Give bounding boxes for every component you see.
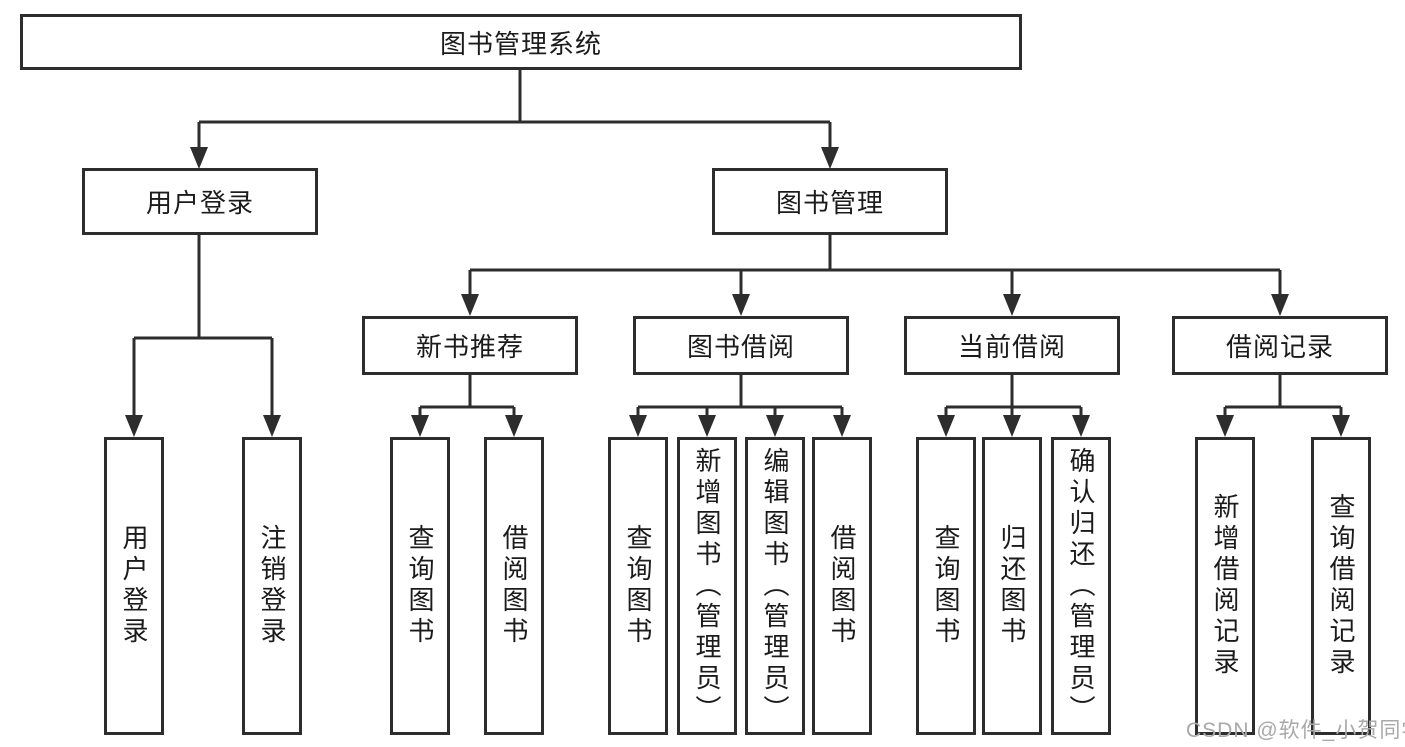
- leaf-user-login-label: 用户登录: [119, 524, 149, 648]
- arrowhead-icon: [1216, 415, 1234, 437]
- leaf-query-books-3: 查询图书: [916, 437, 976, 735]
- node-user-login: 用户登录: [82, 168, 318, 235]
- node-new-book-recommend-label: 新书推荐: [415, 332, 524, 362]
- node-root-label: 图书管理系统: [439, 28, 602, 59]
- node-current-borrow: 当前借阅: [904, 316, 1120, 375]
- edge-bookmgmt-to-level3: [468, 235, 1282, 297]
- arrowhead-icon: [629, 415, 647, 437]
- arrowhead-icon: [766, 415, 784, 437]
- arrowhead-icon: [411, 415, 429, 437]
- leaf-confirm-return-admin-label: 确认归还（管理员）: [1066, 446, 1096, 726]
- node-user-login-label: 用户登录: [145, 188, 254, 218]
- edge-newbook-to-leaves: [418, 375, 516, 416]
- leaf-borrow-books-1: 借阅图书: [484, 437, 544, 735]
- leaf-return-book-label: 归还图书: [997, 524, 1027, 648]
- leaf-borrow-books-1-label: 借阅图书: [499, 524, 529, 648]
- node-book-borrow-label: 图书借阅: [686, 332, 795, 362]
- arrowhead-icon: [732, 294, 750, 316]
- arrowhead-icon: [698, 415, 716, 437]
- arrowhead-icon: [263, 415, 281, 437]
- arrowhead-icon: [461, 294, 479, 316]
- node-current-borrow-label: 当前借阅: [957, 332, 1066, 362]
- arrowhead-icon: [190, 147, 208, 169]
- arrowhead-icon: [505, 415, 523, 437]
- leaf-user-login: 用户登录: [104, 437, 164, 735]
- leaf-query-books-1-label: 查询图书: [405, 524, 435, 648]
- leaf-query-borrow-record: 查询借阅记录: [1311, 437, 1371, 735]
- leaf-logout-label: 注销登录: [257, 524, 287, 648]
- node-book-borrow: 图书借阅: [633, 316, 849, 375]
- leaf-return-book: 归还图书: [982, 437, 1042, 735]
- node-root: 图书管理系统: [20, 14, 1022, 70]
- edge-userlogin-to-leaves: [132, 235, 274, 416]
- arrowhead-icon: [125, 415, 143, 437]
- edge-currentborrow-to-leaves: [944, 375, 1083, 416]
- node-borrow-record-label: 借阅记录: [1225, 332, 1334, 362]
- leaf-query-books-2: 查询图书: [608, 437, 668, 735]
- watermark: CSDN @软件_小贺同学: [1186, 719, 1405, 742]
- leaf-query-books-2-label: 查询图书: [623, 524, 653, 648]
- leaf-query-borrow-record-label: 查询借阅记录: [1326, 493, 1356, 679]
- arrowhead-icon: [821, 147, 839, 169]
- node-book-management-label: 图书管理: [775, 188, 884, 218]
- leaf-add-borrow-record-label: 新增借阅记录: [1210, 493, 1240, 679]
- arrowhead-icon: [1003, 294, 1021, 316]
- edge-bookborrow-to-leaves: [636, 375, 844, 416]
- edge-root-to-level2: [197, 70, 832, 151]
- arrowhead-icon: [1271, 294, 1289, 316]
- leaf-add-book-admin-label: 新增图书（管理员）: [692, 446, 722, 726]
- arrowhead-icon: [1003, 415, 1021, 437]
- node-borrow-record: 借阅记录: [1172, 316, 1388, 375]
- leaf-borrow-books-2: 借阅图书: [812, 437, 872, 735]
- leaf-confirm-return-admin: 确认归还（管理员）: [1051, 437, 1111, 735]
- node-book-management: 图书管理: [712, 168, 948, 235]
- leaf-logout: 注销登录: [242, 437, 302, 735]
- leaf-edit-book-admin: 编辑图书（管理员）: [745, 437, 805, 735]
- arrowhead-icon: [1332, 415, 1350, 437]
- leaf-query-books-1: 查询图书: [390, 437, 450, 735]
- arrowhead-icon: [1072, 415, 1090, 437]
- leaf-borrow-books-2-label: 借阅图书: [827, 524, 857, 648]
- arrowhead-icon: [833, 415, 851, 437]
- edge-borrowrecord-to-leaves: [1223, 375, 1343, 416]
- arrowhead-icon: [937, 415, 955, 437]
- leaf-add-borrow-record: 新增借阅记录: [1195, 437, 1255, 735]
- leaf-add-book-admin: 新增图书（管理员）: [677, 437, 737, 735]
- leaf-query-books-3-label: 查询图书: [931, 524, 961, 648]
- node-new-book-recommend: 新书推荐: [362, 316, 578, 375]
- leaf-edit-book-admin-label: 编辑图书（管理员）: [760, 446, 790, 726]
